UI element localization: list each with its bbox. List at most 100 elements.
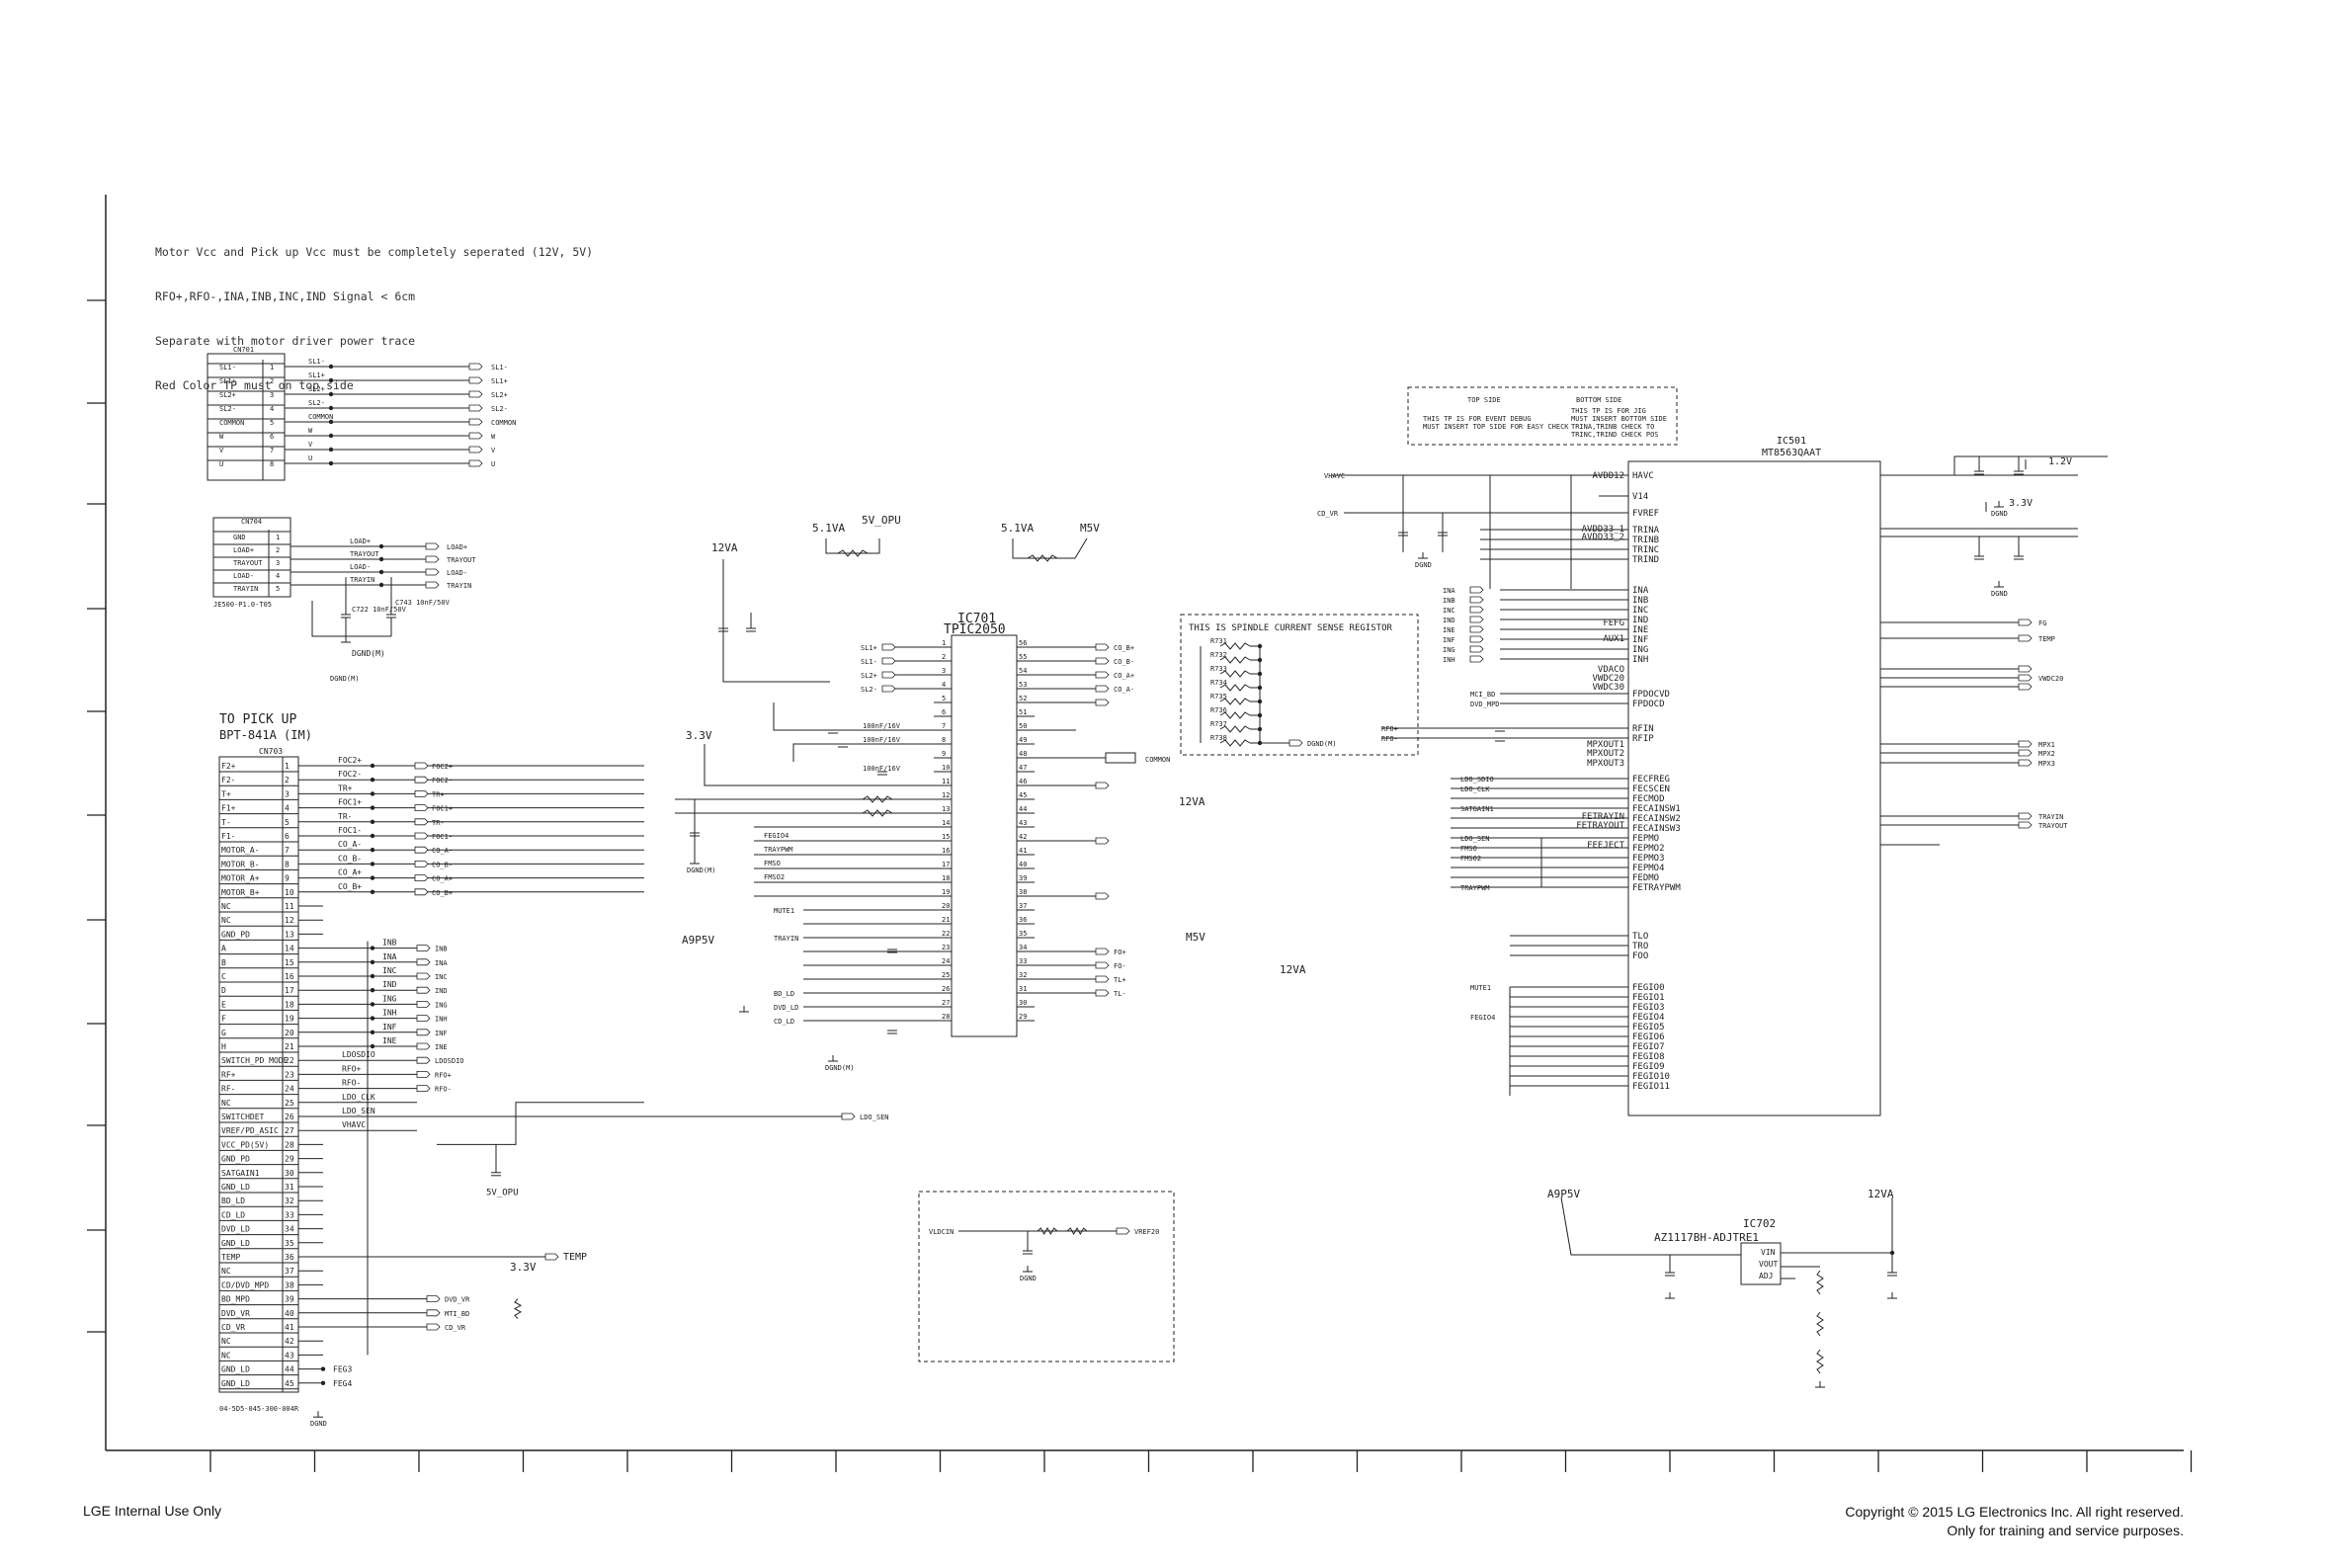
flag-label: MPX2 <box>2038 750 2055 758</box>
cn703-pin-name: SATGAIN1 <box>221 1169 260 1178</box>
ic501-pin-name: FEGIO6 <box>1632 1032 1665 1042</box>
ic501-flag <box>2018 634 2033 642</box>
net-label: MUTE1 <box>774 907 794 915</box>
ic701-pin-number: 20 <box>942 902 950 910</box>
flag-label: DGND(M) <box>1307 740 1337 748</box>
cn701-junction <box>328 377 334 383</box>
ic701-pin-number: 22 <box>942 930 950 938</box>
cn704-net-label: LOAD+ <box>350 537 371 545</box>
testpoint-box <box>1407 386 1678 446</box>
cn701-pin-number: 3 <box>270 391 274 399</box>
ic701-pin-number: 11 <box>942 778 950 785</box>
schematic-labels: CN701SL1-1SL1-SL1-SL1+2SL1+SL1+SL2+3SL2+… <box>213 346 2072 1428</box>
cn704-net-label: TRAYOUT <box>350 550 379 558</box>
cn703-flag-label: INB <box>435 946 448 953</box>
cn703-net-label: INE <box>382 1036 397 1045</box>
cn703-net-flag <box>416 945 431 951</box>
cn701-net-label: COMMON <box>308 413 333 421</box>
cn703-pin-name: TEMP <box>221 1253 240 1262</box>
ic701-pin-number: 17 <box>942 861 950 868</box>
cn703-pin-number: 16 <box>285 972 294 981</box>
ic701-net <box>704 744 934 786</box>
cn703-junction <box>370 819 375 824</box>
cn703-pin-number: 41 <box>285 1323 294 1332</box>
rail-label: M5V <box>1186 931 1205 944</box>
ic501-pin-name: TRINB <box>1632 536 1659 545</box>
resistor <box>1816 1349 1824 1374</box>
rail-label: 3.3V <box>510 1261 537 1274</box>
net-label: VHAVC <box>1324 472 1345 480</box>
ic501-flag <box>2018 759 2033 767</box>
ground-symbol: DGND(M) <box>825 1064 855 1072</box>
cn701-net-label: W <box>308 427 313 435</box>
cn703-pin-name: DVD_VR <box>221 1309 250 1318</box>
ic701-pin-number: 53 <box>1019 681 1027 689</box>
cn703-pin-number: 45 <box>285 1379 294 1388</box>
ic501-flag <box>2018 683 2033 691</box>
note-line-4: Red Color TP must on top side <box>155 378 354 392</box>
ic501-pin-name: FPDOCVD <box>1632 690 1670 700</box>
cn703-pin-name: GND_PD <box>221 930 250 939</box>
cn703-flag-label: CO_A+ <box>432 875 453 883</box>
ic701-pin-number: 3 <box>942 667 946 675</box>
cn703-junction <box>370 959 375 964</box>
cn703-flag-label: INH <box>435 1016 448 1024</box>
cn703-pin-name: F <box>221 1015 226 1024</box>
tp-text: MUST INSERT TOP SIDE FOR EASY CHECK <box>1423 423 1569 431</box>
cn704-gnd-label: DGND(M) <box>352 649 385 658</box>
rail-label: 5.1VA <box>1001 522 1034 535</box>
ic501-flag-label: INB <box>1443 597 1455 605</box>
ic701-flag <box>1095 782 1110 789</box>
ic501-pin-name: INE <box>1632 625 1648 635</box>
ic501-pin-name: FEGIO11 <box>1632 1082 1670 1092</box>
cn703-flag-label: INF <box>435 1030 448 1037</box>
cn703-net-flag <box>414 790 429 797</box>
ic501-pin-name: TRO <box>1632 942 1648 951</box>
ic701-pin-number: 7 <box>942 722 946 730</box>
cn703-pin-name: MOTOR_A+ <box>221 874 260 883</box>
cn701-pin-number: 5 <box>270 419 274 427</box>
ic701-body <box>951 634 1018 1037</box>
rail-wire <box>722 559 830 683</box>
net-label: FMSO <box>764 860 781 867</box>
cn703-net-flag <box>416 1042 431 1050</box>
ic501-flag-label: ING <box>1443 646 1455 654</box>
ic701-pin-number: 36 <box>1019 916 1027 924</box>
ic501-pin-name: FEGIO9 <box>1632 1062 1665 1072</box>
ic701-flag <box>881 657 896 665</box>
ic501-pin-name: FVREF <box>1632 509 1659 519</box>
cn703-net-label: INC <box>382 966 397 975</box>
ic701-pin-number: 32 <box>1019 971 1027 979</box>
rail-label: 5.1VA <box>812 522 845 535</box>
ic501-net <box>1910 455 2108 476</box>
cn703-pin-number: 24 <box>285 1085 294 1094</box>
resistor <box>862 795 893 803</box>
resistor-ref: R734 <box>1210 679 1227 687</box>
cn703-pin-name: A <box>221 945 226 953</box>
ic501-pin-name: FEFG <box>1603 619 1624 628</box>
ic702-pin: VIN <box>1761 1248 1776 1257</box>
cn703-pin-number: 15 <box>285 958 294 967</box>
sense-resistor <box>1219 739 1251 747</box>
cn703-ref: CN703 <box>259 747 283 756</box>
cn703-net-flag <box>414 846 429 854</box>
cn703-pin-number: 4 <box>285 804 290 813</box>
ic701-pin-number: 35 <box>1019 930 1027 938</box>
cn703-net-label: LDOSDIO <box>342 1050 375 1059</box>
cn703-pin-number: 17 <box>285 986 294 995</box>
cn703-net-flag <box>414 776 429 784</box>
cn703-junction <box>370 1030 375 1035</box>
flag-label: TL- <box>1114 990 1126 998</box>
flag-label: VWDC20 <box>2038 675 2063 683</box>
ic701-pin-number: 37 <box>1019 902 1027 910</box>
sense-resistor <box>1219 684 1251 692</box>
cn701-flag-label: SL2+ <box>491 391 508 399</box>
cn703-junction <box>370 889 375 894</box>
ic501-pin-name: TRINA <box>1632 526 1660 536</box>
cn703-net-flag <box>414 832 429 840</box>
ic701-flag <box>1095 989 1110 997</box>
cn703-pin-number: 5 <box>285 818 290 827</box>
cn703-flag-label: INA <box>435 959 448 967</box>
cn703-pin-number: 38 <box>285 1280 294 1289</box>
ic701-pin-number: 23 <box>942 944 950 951</box>
